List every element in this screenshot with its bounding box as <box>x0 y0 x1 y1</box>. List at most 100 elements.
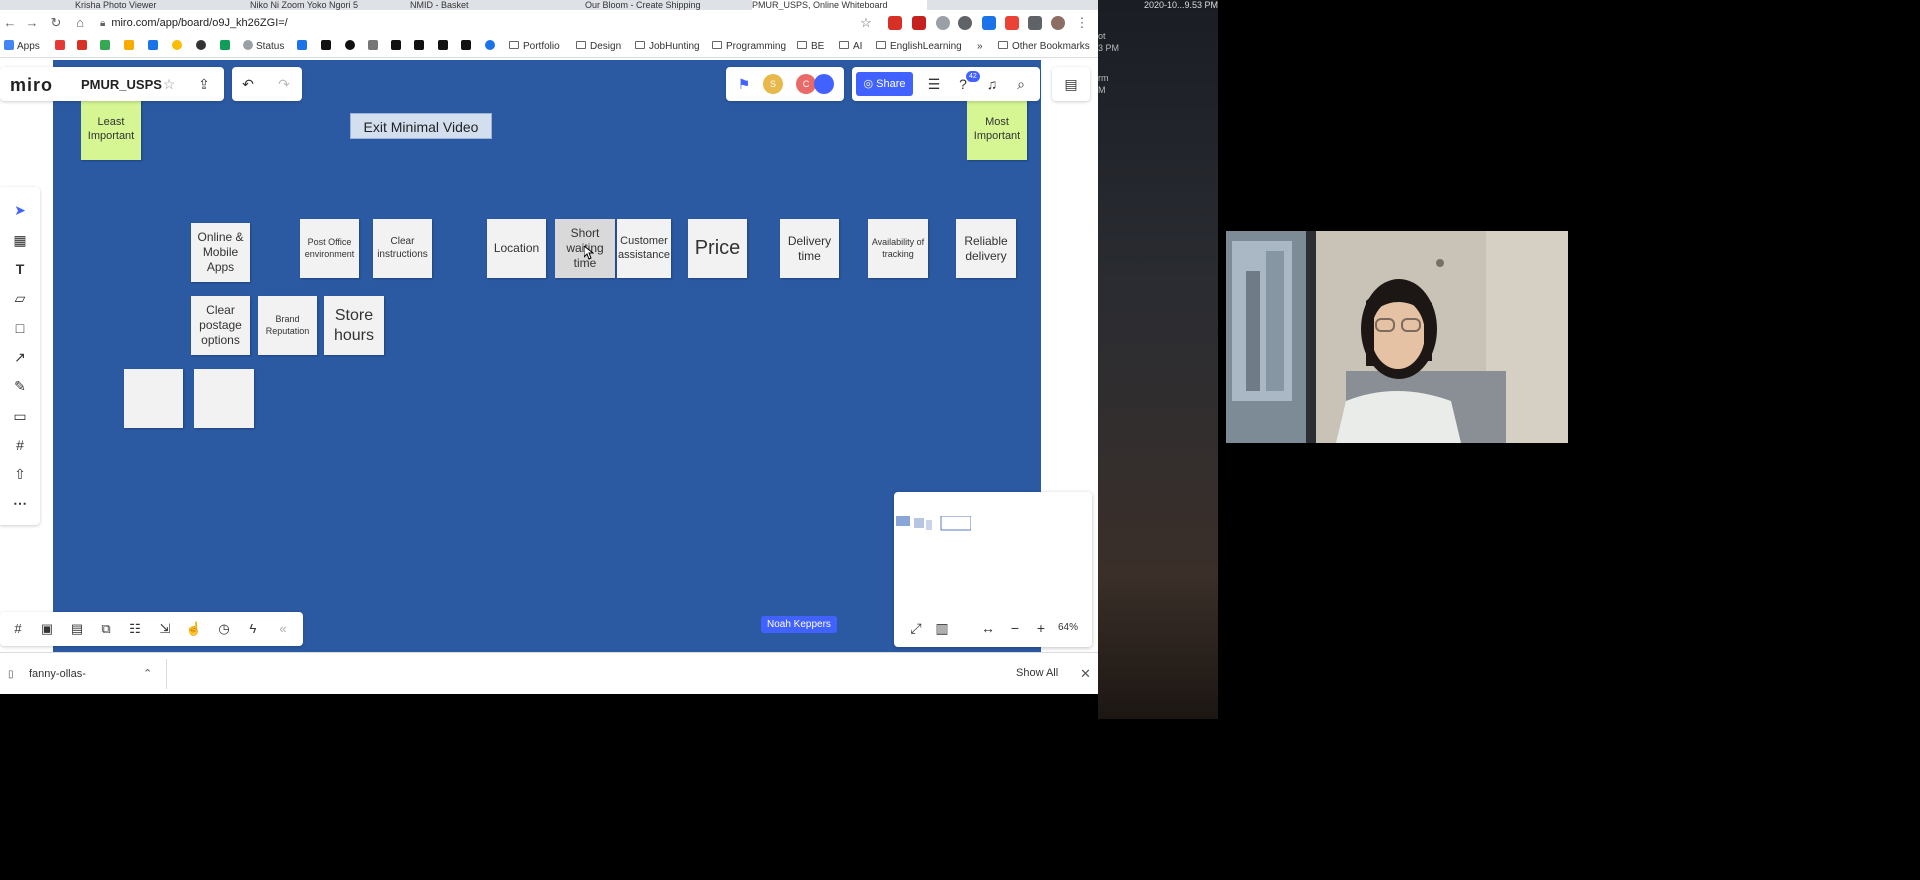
sticky-note-icon[interactable]: ▱ <box>14 290 26 306</box>
bookmark[interactable] <box>124 40 137 54</box>
bookmark[interactable] <box>196 40 209 54</box>
redo-icon[interactable]: ↷ <box>278 76 290 92</box>
close-icon[interactable]: ✕ <box>1080 666 1091 681</box>
cards-icon[interactable]: ☷ <box>129 621 141 636</box>
bookmarks-overflow[interactable]: » <box>977 40 983 54</box>
export-icon[interactable]: ⇲ <box>159 621 171 636</box>
fit-to-screen-icon[interactable]: ↔ <box>981 620 995 636</box>
sticky-post-office-environment[interactable]: Post Office environment <box>300 219 359 278</box>
sticky-price[interactable]: Price <box>688 219 747 278</box>
notes-icon[interactable]: ▤ <box>1064 76 1078 92</box>
exit-minimal-video-button[interactable]: Exit Minimal Video <box>350 113 492 139</box>
bookmark-ai[interactable]: AI <box>839 40 862 54</box>
presentation-icon[interactable]: ▣ <box>40 621 54 636</box>
bookmark-other[interactable]: Other Bookmarks <box>998 40 1090 54</box>
sticky-short-waiting-time[interactable]: Short waiting time <box>555 219 615 278</box>
show-all-button[interactable]: Show All <box>1016 667 1058 679</box>
zoom-in-icon[interactable]: + <box>1036 620 1046 636</box>
bookmark-portfolio[interactable]: Portfolio <box>509 40 560 54</box>
video-feed[interactable] <box>1226 231 1568 443</box>
bell-icon[interactable]: ♫ <box>986 76 998 92</box>
sticky-availability-of-tracking[interactable]: Availability of tracking <box>868 219 928 278</box>
undo-icon[interactable]: ↶ <box>242 76 254 92</box>
puzzle-icon[interactable] <box>1028 16 1042 30</box>
sticky-store-hours[interactable]: Store hours <box>324 296 384 355</box>
chat-icon[interactable]: ▤ <box>70 621 84 636</box>
menu-dots-icon[interactable]: ⋮ <box>1075 15 1089 30</box>
text-tool-icon[interactable]: T <box>15 261 25 277</box>
bookmark[interactable] <box>321 40 334 54</box>
bookmark-apps[interactable]: Apps <box>4 40 40 54</box>
comment-icon[interactable]: ▭ <box>13 408 27 424</box>
upload-icon[interactable]: ⇪ <box>198 76 210 92</box>
frames-icon[interactable]: # <box>14 621 22 636</box>
reload-icon[interactable]: ↻ <box>50 15 62 30</box>
profile-avatar[interactable] <box>1051 16 1065 30</box>
bookmark[interactable] <box>391 40 404 54</box>
bookmark[interactable] <box>55 40 68 54</box>
gmail-extension-icon[interactable] <box>888 16 902 30</box>
bookmark[interactable] <box>461 40 474 54</box>
sticky-brand-reputation[interactable]: Brand Reputation <box>258 296 317 355</box>
sticky-empty[interactable] <box>124 369 183 428</box>
extension-icon[interactable] <box>958 16 972 30</box>
bookmark[interactable] <box>368 40 381 54</box>
templates-icon[interactable]: ▦ <box>13 232 27 248</box>
avatar[interactable] <box>814 74 834 94</box>
avatar[interactable]: C <box>796 74 816 94</box>
sticky-clear-instructions[interactable]: Clear instructions <box>373 219 432 278</box>
connection-line-icon[interactable]: ↗ <box>14 349 26 365</box>
sticky-clear-postage-options[interactable]: Clear postage options <box>191 296 250 355</box>
sticky-online-mobile-apps[interactable]: Online & Mobile Apps <box>191 223 250 282</box>
share-button[interactable]: ◎ Share <box>856 72 913 96</box>
board-canvas[interactable]: Least Important Most Important Exit Mini… <box>53 60 1041 652</box>
lightning-icon[interactable]: ϟ <box>249 621 257 636</box>
zoom-out-icon[interactable]: − <box>1010 620 1020 636</box>
miro-logo[interactable]: miro <box>10 75 53 96</box>
voting-icon[interactable]: ☝ <box>185 621 203 636</box>
settings-sliders-icon[interactable]: ☰ <box>927 76 941 92</box>
mail-extension-icon[interactable] <box>912 16 926 30</box>
pen-icon[interactable]: ✎ <box>14 378 26 394</box>
extension-icon[interactable] <box>982 16 996 30</box>
sticky-most-important[interactable]: Most Important <box>967 100 1027 160</box>
star-icon[interactable]: ☆ <box>162 76 176 92</box>
sticky-empty[interactable] <box>194 369 254 428</box>
sticky-delivery-time[interactable]: Delivery time <box>780 219 839 278</box>
upload-tool-icon[interactable]: ⇧ <box>14 466 26 482</box>
shape-icon[interactable]: □ <box>15 320 25 336</box>
bookmark[interactable] <box>297 40 310 54</box>
sticky-least-important[interactable]: Least Important <box>81 100 141 160</box>
bookmark[interactable] <box>100 40 113 54</box>
bookmark-design[interactable]: Design <box>576 40 621 54</box>
avatar[interactable]: S <box>763 74 783 94</box>
chevron-up-icon[interactable]: ⌃ <box>143 668 153 680</box>
tab[interactable]: Krisha Photo Viewer <box>75 0 225 10</box>
frame-icon[interactable]: # <box>16 437 24 453</box>
download-item[interactable]: fanny-ollas- <box>29 668 86 680</box>
board-name[interactable]: PMUR_USPS <box>81 77 162 92</box>
bookmark[interactable] <box>438 40 451 54</box>
sticky-customer-assistance[interactable]: Customer assistance <box>617 219 671 278</box>
forward-icon[interactable]: → <box>25 15 39 30</box>
bookmark[interactable] <box>220 40 233 54</box>
bookmark-status[interactable]: Status <box>243 40 284 54</box>
bookmark[interactable] <box>414 40 427 54</box>
bookmark[interactable] <box>485 40 498 54</box>
minimap-preview[interactable] <box>896 515 972 536</box>
bookmark-programming[interactable]: Programming <box>712 40 786 54</box>
url-field[interactable]: 🔒︎miro.com/app/board/o9J_kh26ZGI=/ <box>100 14 880 32</box>
screen-share-icon[interactable]: ⧉ <box>101 621 111 636</box>
bookmark-be[interactable]: BE <box>797 40 824 54</box>
shield-extension-icon[interactable] <box>1005 16 1019 30</box>
more-tools-icon[interactable]: ⋯ <box>13 495 27 511</box>
bookmark-star-icon[interactable]: ☆ <box>860 15 872 30</box>
tab[interactable]: Niko Ni Zoom Yoko Ngori 5 <box>250 0 390 10</box>
zoom-level[interactable]: 64% <box>1058 622 1078 633</box>
search-icon[interactable]: ⌕ <box>1017 76 1025 92</box>
bookmark[interactable] <box>77 40 90 54</box>
help-icon[interactable]: ? <box>959 76 967 92</box>
home-icon[interactable]: ⌂ <box>76 15 84 30</box>
map-icon[interactable]: ▥ <box>935 620 949 636</box>
sticky-reliable-delivery[interactable]: Reliable delivery <box>956 219 1016 278</box>
